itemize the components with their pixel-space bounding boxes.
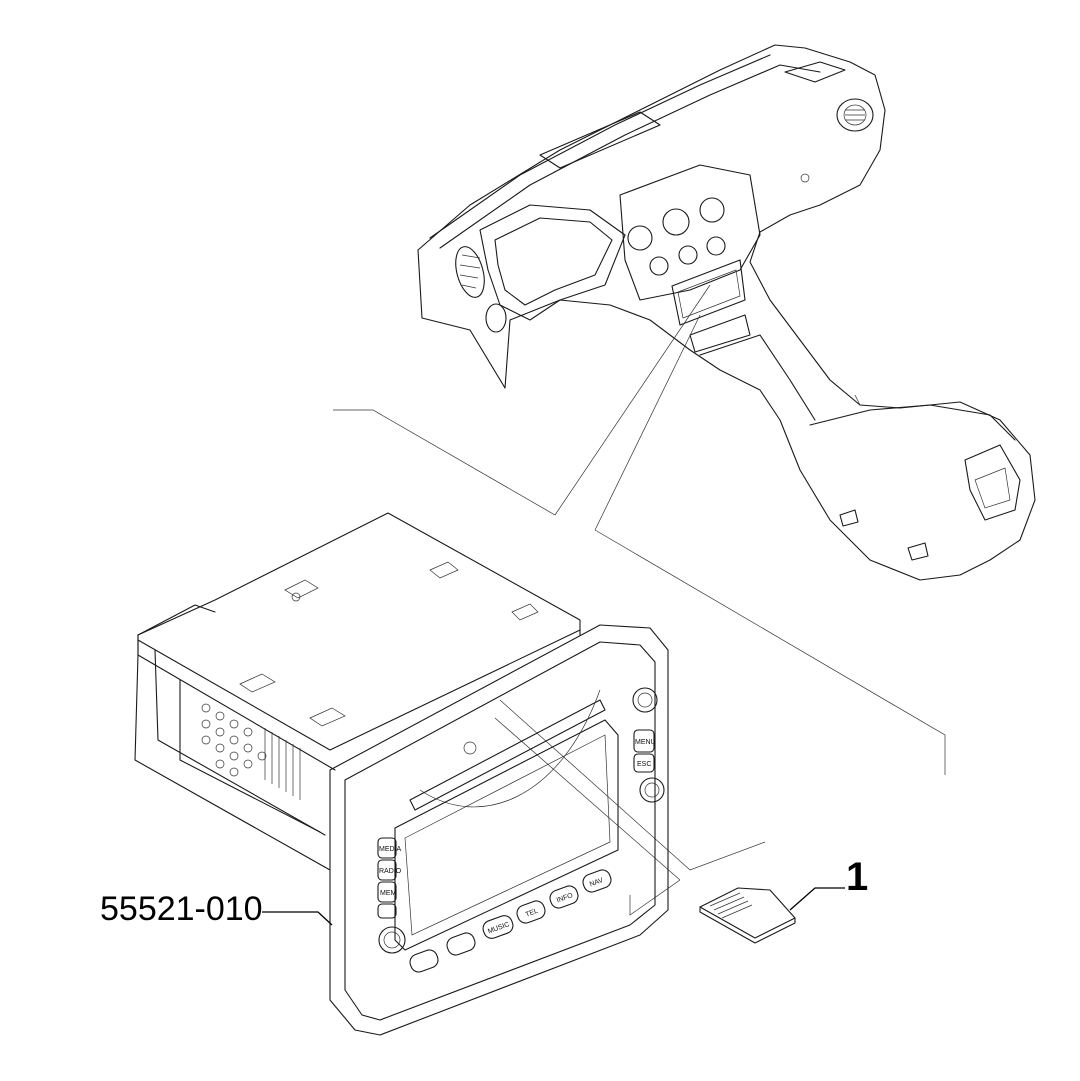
tel-button [516,900,546,924]
nav-button-label: NAV [589,877,605,888]
esc-button-label: ESC [637,761,651,768]
dashboard-illustration [417,44,1036,581]
info-button [549,885,579,909]
radio-navigation-unit [134,512,669,1036]
media-button-label: MEDIA [379,846,402,853]
projection-lines [333,284,946,916]
mem-button-label: MEM [380,890,397,897]
item-number-callout: 1 [846,855,869,899]
menu-button [633,729,655,753]
nav-button [582,869,612,893]
media-button [377,837,397,859]
music-button [482,915,514,939]
item-number-leader-line [789,887,845,911]
right-button-column: MENU ESC [633,729,656,773]
menu-button-label: MENU [635,739,656,746]
sd-card-illustration [699,887,796,944]
radio-button [377,859,397,881]
esc-button [633,753,655,773]
bottom-button-row: MUSIC TEL INFO NAV [409,869,612,973]
mem-button [377,881,397,903]
rear-vent-holes [201,703,267,777]
info-button-label: INFO [556,892,575,904]
prev-button [409,949,439,973]
left-button-column: MEDIA RADIO MEM [377,837,402,919]
part-number-leader-line [262,911,333,926]
extra-button [377,903,397,919]
radio-button-label: RADIO [379,868,402,875]
tel-button-label: TEL [525,908,540,919]
part-number-callout: 55521-010 [100,890,263,928]
next-button [446,932,476,956]
